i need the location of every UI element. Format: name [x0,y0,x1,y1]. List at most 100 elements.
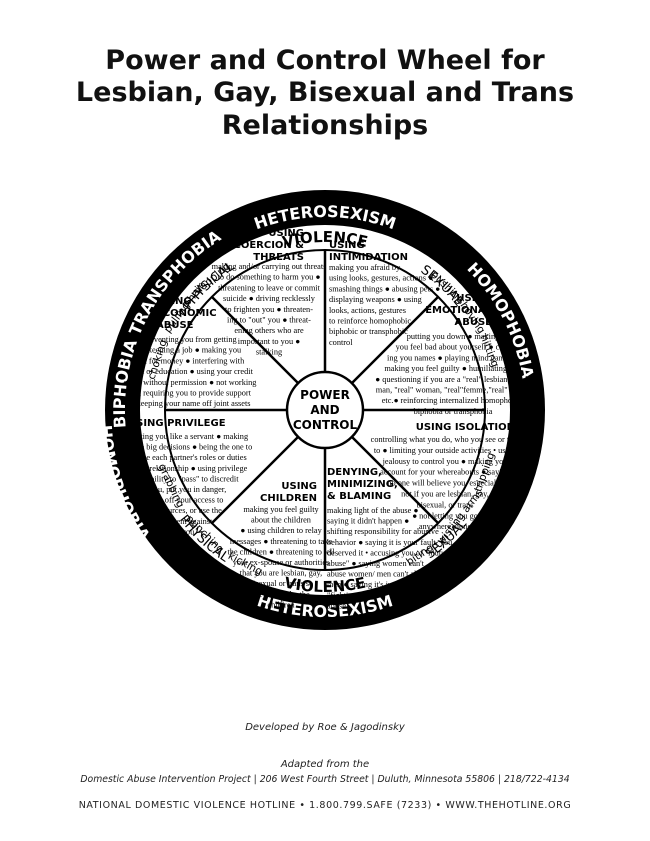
sector-heading: DENYING, [327,467,382,478]
sector-body-line: no one will believe you, especially [387,479,503,488]
sector-body-line: ask for money ● interfering with [136,356,245,365]
sector-body-line: biphobia or transphobia [414,407,493,416]
sector-body-line: you feel bad about yourself ● call- [396,343,511,352]
credit-source: Domestic Abuse Intervention Project | 20… [80,774,570,785]
sector-body-line: bisexual, or trans [417,500,474,509]
sector-body-line: displaying weapons ● using [329,295,422,304]
sector-body-line: that you are lesbian, gay, [240,569,322,578]
credit-adapted: Adapted from the [280,759,370,770]
sector-heading: USING PRIVILEGE [128,418,226,429]
violence-label-violence-top: VIOLENCE [281,228,370,251]
sector-body-line: making and/or carrying out threats [212,262,327,271]
sector-body-line: messages ● threatening to take [230,537,333,546]
sector-body-line: all the big decisions ● being the one to [124,443,253,452]
center-label-power: POWER [300,388,350,402]
sector-body-line: deserved it • accusing you of "mutual [327,548,452,557]
sector-body-line: to do something to harm you ● [218,273,321,282]
sector-body-line: ● keeping your name off joint assets [130,399,251,408]
sector-heading: USING [281,481,317,492]
sector-body-line: man, "real" woman, "real"femme,"real" bu… [376,386,530,395]
sector-body-line: abuse" ● saying women can't [327,559,425,568]
sector-body-line: important to you ● [238,337,300,346]
sector-body-line: children [267,600,295,609]
sector-heading: THREATS [253,252,304,263]
sector-heading: USING [156,296,192,307]
sector-heading: USING [329,240,365,251]
sector-body-line: to reinforce homophobic, [329,317,413,326]
sector-body-line: cards without permission ● not working [124,378,257,387]
sector-body-line: making you feel guilty ● humiliating you [384,364,521,373]
sector-body-line: they will take the [252,590,310,599]
sector-body-line: biphobic or transphobic [329,327,408,336]
sector-body-line: behavior ● saying it is your fault, you [327,538,452,547]
sector-body-line: in the relationship ● using privilege [129,464,248,473]
page-title-line-2: Lesbian, Gay, Bisexual and Trans Relatio… [75,77,575,141]
sector-body-line: work or education ● using your credit [127,367,253,376]
sector-heading: USING [268,228,304,239]
sector-body-line: using looks, gestures, actions ● [329,274,433,283]
sector-body-line: ● not letting you go [412,511,478,520]
violence-label-violence-bottom: VIOLENCE [283,574,367,596]
sector-heading: INTIMIDATION [329,252,408,263]
sector-body-line: to ● limiting your outside activities • … [374,446,516,455]
sector-body-line: men ● saying it's just [327,580,398,589]
sector-body-line: looks, actions, gestures [329,306,406,315]
center-label-control: CONTROL [293,418,358,432]
sector-body-line: etc.● reinforcing internalized homophobi… [382,396,525,405]
sector-body-line: putting you down ● making [407,332,500,341]
sector-heading: USING ISOLATION [416,422,515,433]
sector-body-line: about the children [251,516,312,525]
sector-body-line: control [329,338,353,347]
sector-body-line: threatening to leave or commit [218,283,321,292]
sector-heading: ABUSE [454,317,492,328]
sector-body-line: and requiring you to provide support [129,389,252,398]
sector-body-line: resources, or use the [154,506,222,515]
sector-body-line: stalking [256,348,282,357]
sector-body-line: system against [164,517,213,526]
sector-body-line: you [182,527,194,536]
sector-body-line: ● using children to relay [240,526,322,535]
sector-body-line: ing you names ● playing mind games ● [387,353,519,362]
sector-body-line: to frighten you ● threaten- [225,305,313,314]
sector-body-line: preventing you from getting [143,335,236,344]
sector-body-line: treating you like a servant ● making [128,432,248,441]
sector-body-line: ing to "out" you ● threat- [227,316,311,325]
sector-body-line: suicide ● driving recklessly [223,294,316,303]
sector-body-line: define each partner's roles or duties [129,453,246,462]
sector-body-line: or ability to "pass" to discredit [137,474,239,483]
sector-body-line: not if you are lesbian, gay, [401,490,489,499]
sector-body-line: "fighting," not [327,591,375,600]
sector-body-line: ening others who are [234,326,304,335]
sector-heading: EMOTIONAL [425,305,492,316]
sector-body-line: saying it didn't happen ● [327,517,409,526]
sector-body-line: you, put you in danger, [150,485,227,494]
sector-heading: ECONOMIC [156,308,217,319]
sector-heading: & BLAMING [327,491,391,502]
page-title-line-1: Power and Control Wheel for [105,45,545,76]
hotline-info: NATIONAL DOMESTIC VIOLENCE HOTLINE • 1.8… [78,800,572,811]
credit-developed: Developed by Roe & Jagodinsky [245,722,405,733]
sector-body-line: making you afraid by [329,263,401,272]
center-label-and: AND [310,403,339,417]
sector-heading: CHILDREN [260,493,317,504]
sector-body-line: smashing things ● abusing pets ● [329,284,440,293]
sector-body-line: account for your whereabouts ● saying [380,468,510,477]
sector-body-line: the children ● threatening to tell [227,547,335,556]
sector-body-line: or keeping a job ● making you [139,346,241,355]
sector-body-line: jealousy to control you ● making you [382,457,508,466]
sector-body-line: anywhere alone [419,522,472,531]
sector-body-line: shifting responsibility for abusive [327,527,439,536]
sector-body-line: cut off your access to [153,496,224,505]
sector-body-line: making you feel guilty [243,505,319,514]
sector-body-line: ● questioning if you are a "real" lesbia… [375,375,531,384]
sector-body-line: abuse women/ men can't abuse [327,570,430,579]
sector-heading: ABUSE [156,320,194,331]
sector-heading: MINIMIZING, [327,479,398,490]
center-hub [285,370,365,450]
